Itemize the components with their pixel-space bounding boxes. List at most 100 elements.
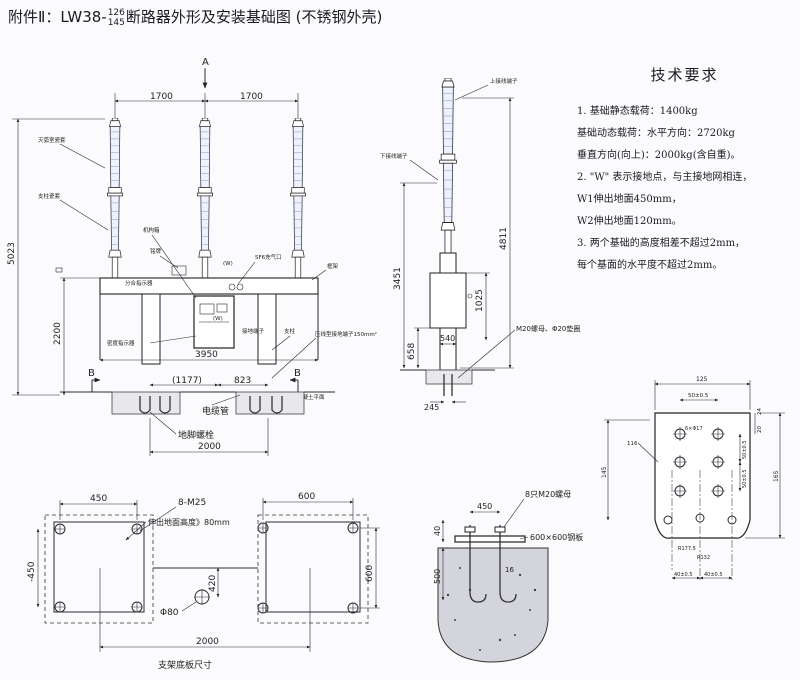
dim-1025: 1025 xyxy=(475,289,485,312)
requirements-heading: 技术要求 xyxy=(650,66,719,84)
nameplate xyxy=(171,265,187,276)
label-ground-level: 混凝土平面 xyxy=(297,393,325,401)
dim-500-section: 500 xyxy=(433,569,442,584)
pole-center xyxy=(196,118,214,278)
dim-165: 165 xyxy=(773,470,780,482)
label-lower-terminal: 下接线端子 xyxy=(380,152,408,160)
marker-b-left: B xyxy=(88,368,95,379)
requirement-line: 基础动态载荷：水平方向：2720kg xyxy=(577,128,735,139)
requirement-line: W1伸出地面450mm， xyxy=(577,194,682,205)
label-8m25: 8-M25 xyxy=(178,498,206,508)
dim-125: 125 xyxy=(696,376,708,383)
frame-beam xyxy=(99,277,319,295)
dim-823: 823 xyxy=(234,376,251,386)
base-plate-left xyxy=(44,514,154,624)
label-steel-plate: 600×600钢板 xyxy=(530,532,583,542)
base-plate-right xyxy=(257,514,369,624)
dim-450-section: 450 xyxy=(477,502,492,511)
label-anchor-bolt: 地脚螺栓 xyxy=(178,429,214,441)
label-grounding-w: (W) xyxy=(223,261,233,267)
dim-420: 420 xyxy=(208,575,218,592)
dim-4811: 4811 xyxy=(499,227,509,250)
requirement-line: 每个基面的水平度不超过2mm。 xyxy=(577,260,723,271)
dim-40-b: 40±0.5 xyxy=(704,572,723,578)
label-w1: (W) xyxy=(213,316,223,322)
dim-600-right: 600 xyxy=(365,565,375,582)
dim-116: 116 xyxy=(627,441,638,447)
requirement-line: W2伸出地面120mm。 xyxy=(577,216,682,227)
label-position-indicator: 分合指示器 xyxy=(125,279,153,287)
dim-245: 245 xyxy=(424,403,439,412)
pole-left xyxy=(106,118,124,278)
title-prefix: 附件Ⅱ：LW38- xyxy=(8,8,107,26)
requirement-line: 2. "W" 表示接地点，与主接地网相连， xyxy=(577,172,753,183)
dim-24: 24 xyxy=(757,408,763,415)
side-pole xyxy=(439,78,457,253)
terminal-plate: 125 50±0.5 24 20 6×Φ17 116 145 165 50±0.… xyxy=(601,376,785,582)
dim-r132: R132 xyxy=(697,555,710,561)
dim-6-phi17: 6×Φ17 xyxy=(685,426,703,432)
dim-5023: 5023 xyxy=(7,242,17,265)
steel-plate xyxy=(454,535,526,543)
label-nuts: 8只M20螺母 xyxy=(525,489,571,499)
dim-658: 658 xyxy=(407,343,417,360)
side-view: 上接线端子 下接线端子 4811 3451 1025 658 540 M20螺母… xyxy=(380,77,580,412)
foundation-right xyxy=(235,391,305,415)
label-cable-duct: 电缆管 xyxy=(202,405,229,417)
requirement-line: 3. 两个基础的高度相差不超过2mm， xyxy=(577,238,746,249)
dim-20: 20 xyxy=(757,426,763,433)
dim-r177: R177.5 xyxy=(678,546,696,552)
arrow-a-label: A xyxy=(202,57,209,68)
label-sf6-port: SF6充气口 xyxy=(255,253,282,261)
dim-1700-right: 1700 xyxy=(240,92,263,102)
side-housing xyxy=(429,272,467,329)
dim-1177: (1177) xyxy=(172,376,202,386)
dim-40-section: 40 xyxy=(433,526,442,536)
label-arc-porcelain: 灭弧室瓷套 xyxy=(38,136,66,144)
terminal-plate-outline xyxy=(654,412,751,539)
support-leg-left xyxy=(141,293,161,365)
dim-3950: 3950 xyxy=(195,350,218,360)
title-suffix: 断路器外形及安装基础图 (不锈钢外壳) xyxy=(125,8,383,26)
title-frac-bottom: 145 xyxy=(107,17,125,28)
dim-40-a: 40±0.5 xyxy=(674,572,693,578)
dim-50-v2: 50±0.5 xyxy=(742,469,748,488)
marker-b-right: B xyxy=(294,368,301,379)
dim-540: 540 xyxy=(440,334,455,343)
requirement-line: 1. 基础静态载荷：1400kg xyxy=(577,106,698,117)
dim-2000-plan: 2000 xyxy=(196,637,219,647)
dim-2200: 2200 xyxy=(53,322,63,345)
label-protrude-height: 伸出地面高度》80mm xyxy=(148,517,230,527)
dim-1700-left: 1700 xyxy=(150,92,173,102)
label-grounding-terminal: 接地端子 xyxy=(242,327,265,335)
technical-requirements: 技术要求 1. 基础静态载荷：1400kg 基础动态载荷：水平方向：2720kg… xyxy=(577,64,792,277)
label-upper-terminal: 上接线端子 xyxy=(490,77,518,85)
label-frame: 框架 xyxy=(327,262,339,270)
requirement-line: 垂直方向(向上)：2000kg(含自重)。 xyxy=(577,150,741,161)
label-density-relay: 密度指示器 xyxy=(107,339,135,347)
base-plan: 450 600 8-M25 伸出地面高度》80mm -450 420 600 Φ… xyxy=(27,492,380,671)
label-phi80: Φ80 xyxy=(160,608,179,618)
label-post-porcelain: 支柱瓷套 xyxy=(38,192,61,200)
label-nameplate: 铭牌 xyxy=(150,247,162,255)
dim-450-plan: 450 xyxy=(90,494,107,504)
pole-right xyxy=(289,118,307,278)
dim-2000-front: 2000 xyxy=(198,442,221,452)
label-support: 支柱 xyxy=(284,327,296,335)
support-leg-right xyxy=(257,293,277,365)
dim-600-top: 600 xyxy=(298,492,315,502)
dim-50-top: 50±0.5 xyxy=(688,393,709,399)
label-16: 16 xyxy=(505,566,514,574)
dim-3451: 3451 xyxy=(393,267,403,290)
title-frac-top: 126 xyxy=(107,7,125,18)
foundation-section: 450 8只M20螺母 600×600钢板 40 500 16 xyxy=(433,489,583,663)
concrete-foundation xyxy=(437,547,549,663)
dim-neg450: -450 xyxy=(27,561,37,582)
label-mechanism: 机构箱 xyxy=(143,226,160,234)
dim-50-v1: 50±0.5 xyxy=(742,440,748,459)
label-crimp-terminal: 压线型接地端子150mm² xyxy=(315,330,377,338)
dim-145: 145 xyxy=(601,466,608,478)
